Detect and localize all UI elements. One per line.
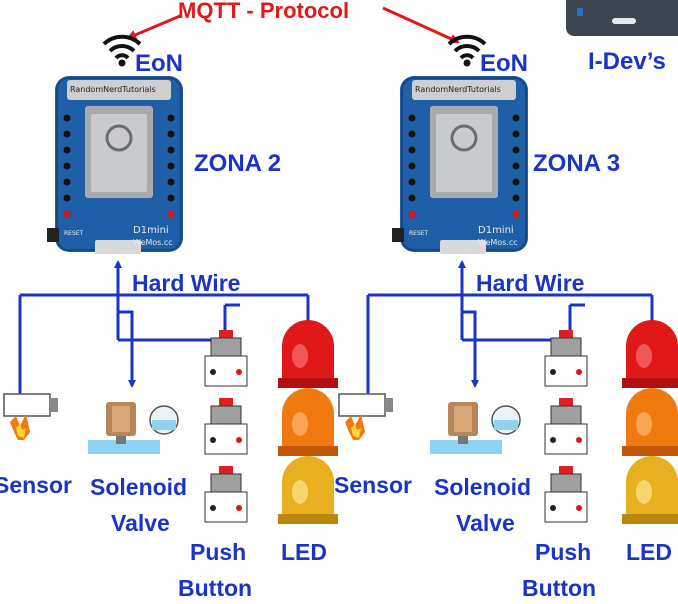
led-yellow [622, 456, 678, 524]
led-red [622, 320, 678, 388]
eon-label: EoN [480, 52, 528, 76]
zone-label: ZONA 3 [533, 152, 620, 176]
led-red [278, 320, 338, 388]
push-button [205, 330, 247, 386]
push-label: Push [535, 541, 591, 564]
push-label: Push [190, 541, 246, 564]
board-reset: RESET [64, 231, 83, 237]
flame-sensor [339, 394, 393, 440]
hard-wire-label: Hard Wire [132, 272, 240, 295]
board-brand: RandomNerdTutorials [70, 86, 156, 94]
board-site: WeMos.cc [478, 239, 518, 247]
led-label: LED [281, 541, 327, 564]
push-button [205, 466, 247, 522]
board-model: D1mini [133, 226, 169, 236]
push-button [545, 330, 587, 386]
button-label: Button [522, 577, 596, 600]
sensor-label: Sensor [0, 474, 72, 497]
hard-wire-label: Hard Wire [476, 272, 584, 295]
valve-label: Valve [111, 512, 170, 535]
client-device [566, 0, 678, 36]
client-label: I-Dev’s [588, 50, 666, 74]
mqtt-link-left [128, 16, 180, 38]
valve-label: Valve [456, 512, 515, 535]
eon-label: EoN [135, 52, 183, 76]
push-button [545, 398, 587, 454]
led-yellow [278, 456, 338, 524]
board-reset: RESET [409, 231, 428, 237]
solenoid-label: Solenoid [90, 476, 187, 499]
push-button [205, 398, 247, 454]
sensor-label: Sensor [334, 474, 412, 497]
zone-label: ZONA 2 [194, 152, 281, 176]
board-site: WeMos.cc [133, 239, 173, 247]
board-model: D1mini [478, 226, 514, 236]
mqtt-link-right [383, 8, 458, 42]
solenoid-valve [88, 402, 178, 454]
mqtt-protocol-label: MQTT - Protocol [178, 0, 349, 22]
solenoid-label: Solenoid [434, 476, 531, 499]
push-button [545, 466, 587, 522]
led-orange [278, 388, 338, 456]
board-brand: RandomNerdTutorials [415, 86, 501, 94]
flame-sensor [4, 394, 58, 440]
solenoid-valve [430, 402, 520, 454]
led-orange [622, 388, 678, 456]
button-label: Button [178, 577, 252, 600]
led-label: LED [626, 541, 672, 564]
